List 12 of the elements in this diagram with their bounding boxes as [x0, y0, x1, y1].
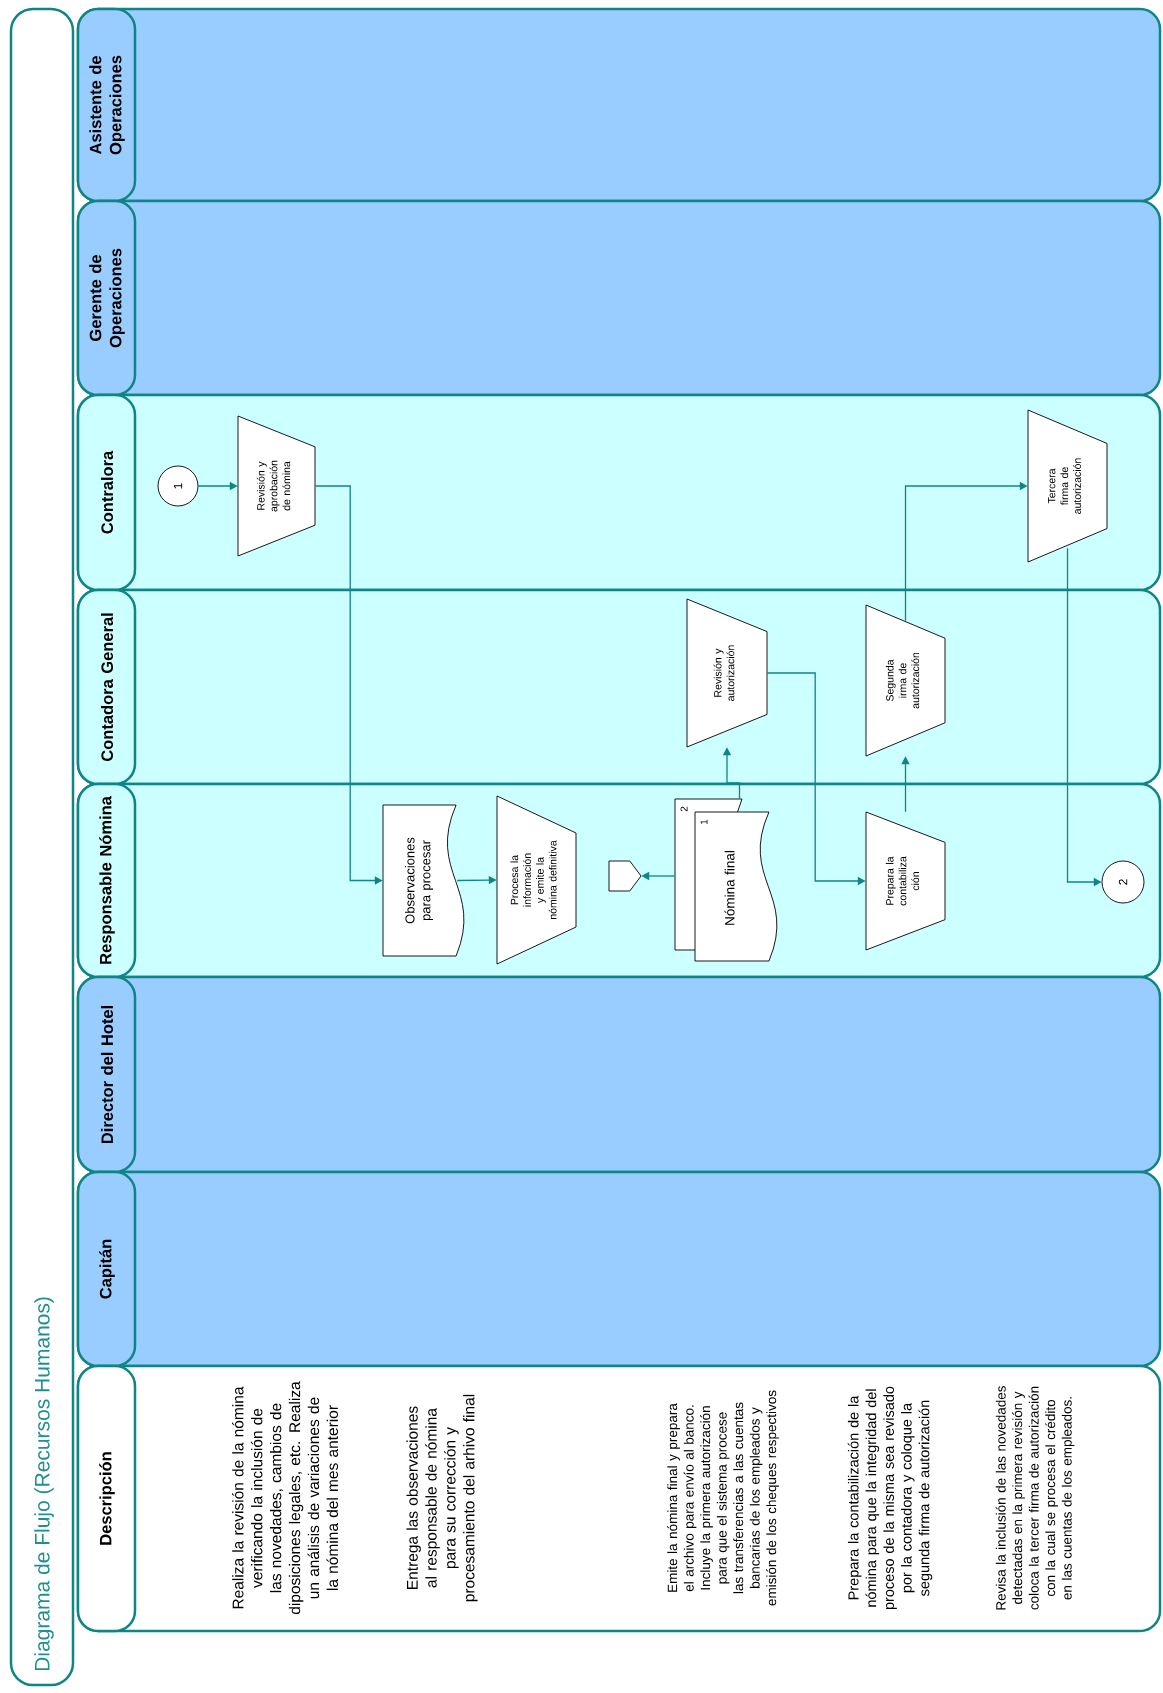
title-band: Diagrama de Flujo (Recursos Humanos)	[9, 7, 75, 1687]
swimlane: Capitán	[76, 1170, 1162, 1368]
description-text: Revisa la inclusión de las novedades detectadas en la primera revisión y coloca la tercer firma de autorización con la cual se procesa el crédito en las cuentas de los empleados.	[995, 1386, 1075, 1610]
description-text: Realiza la revisión de la nómina verificando la inclusión de las novedades, cambios de diposiciones legales, etc. Realiza un análisis de variaciones de la nómina del mes anterior	[232, 1381, 339, 1615]
off-page-connector	[608, 860, 642, 892]
swimlane: Asistente de Operaciones	[76, 7, 1162, 203]
description-text: Prepara la contabilización de la nómina para que la integridad del proceso de la misma sea revisado por la contadora y coloque la segunda firma de autorización	[847, 1386, 933, 1610]
description-text: Emite la nómina final y prepara el archivo para envío al banco. Incluye la primera autorización para que el sistema procese las transferencias a las cuentas bancarias de los empleados y emisión de los cheques respectivos	[667, 1390, 779, 1606]
node-label: 2	[680, 806, 688, 812]
swimlane: Gerente de Operaciones	[76, 199, 1162, 397]
swimlane: Director del Hotel	[76, 975, 1162, 1174]
description-text: Entrega las observaciones al responsable de nómina para su corrección y procesamiento del arhivo final	[406, 1394, 478, 1602]
